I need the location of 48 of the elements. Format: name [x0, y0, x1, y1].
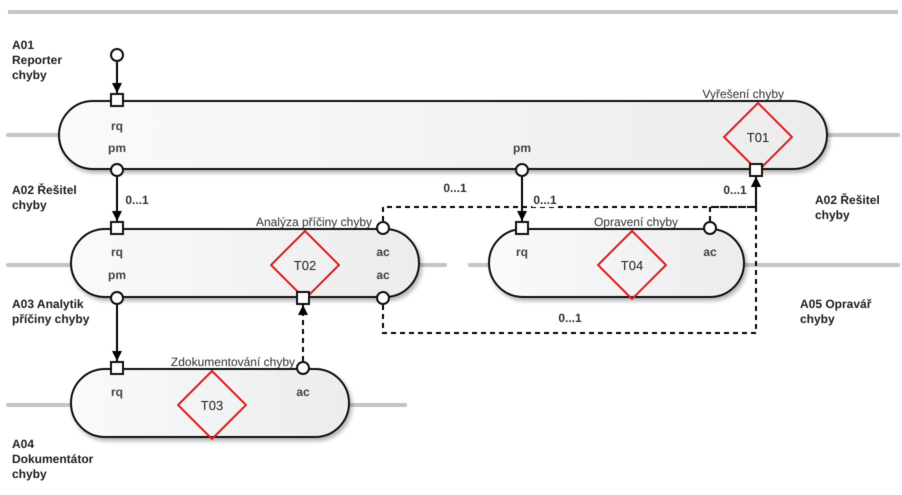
port-square — [515, 221, 529, 235]
port-square — [749, 163, 763, 177]
edge-label: 0...1 — [557, 311, 583, 325]
arrow — [112, 62, 122, 93]
arrow — [112, 305, 122, 361]
port-label: pm — [513, 141, 531, 155]
port-label: ac — [376, 245, 390, 259]
port-circle — [296, 361, 310, 375]
lane-heading: Analýza příčiny chyby — [256, 215, 372, 229]
port-label: rq — [516, 245, 528, 259]
port-label: rq — [111, 385, 123, 399]
edge-label: 0...1 — [442, 181, 468, 195]
port-circle — [110, 48, 124, 62]
port-square — [110, 93, 124, 107]
port-circle — [376, 291, 390, 305]
edge-label: 0...1 — [124, 193, 150, 207]
port-square — [110, 221, 124, 235]
port-circle — [703, 221, 717, 235]
actor-label: A01 Reporter chyby — [12, 38, 64, 83]
port-label: ac — [703, 245, 717, 259]
arrow — [517, 177, 527, 221]
port-circle — [515, 163, 529, 177]
lane-heading: Vyřešení chyby — [702, 87, 784, 101]
arrow — [112, 177, 122, 221]
lane-heading: Zdokumentování chyby — [170, 355, 295, 369]
edge-label: 0...1 — [722, 183, 748, 197]
transaction-diamond: T03 — [177, 370, 247, 440]
actor-label: A02 Řešitel chyby — [12, 183, 78, 213]
actor-label: A03 Analytik příčiny chyby — [12, 297, 90, 327]
port-label: rq — [111, 245, 123, 259]
port-label: ac — [376, 268, 390, 282]
port-label: ac — [296, 385, 310, 399]
port-circle — [110, 163, 124, 177]
port-circle — [376, 221, 390, 235]
port-circle — [110, 291, 124, 305]
port-label: pm — [108, 268, 126, 282]
port-label: rq — [111, 119, 123, 133]
port-label: pm — [108, 141, 126, 155]
port-square — [110, 361, 124, 375]
dashed-arrow — [298, 305, 308, 361]
actor-label: A05 Opravář chyby — [800, 297, 872, 327]
edge-label: 0...1 — [532, 193, 558, 207]
dashed-arrow — [382, 177, 761, 334]
actor-label: A04 Dokumentátor chyby — [12, 437, 94, 482]
actor-label: A02 Řešitel chyby — [815, 193, 881, 223]
transaction-diamond: T04 — [597, 230, 667, 300]
lane-heading: Opravení chyby — [594, 215, 678, 229]
port-square — [296, 291, 310, 305]
